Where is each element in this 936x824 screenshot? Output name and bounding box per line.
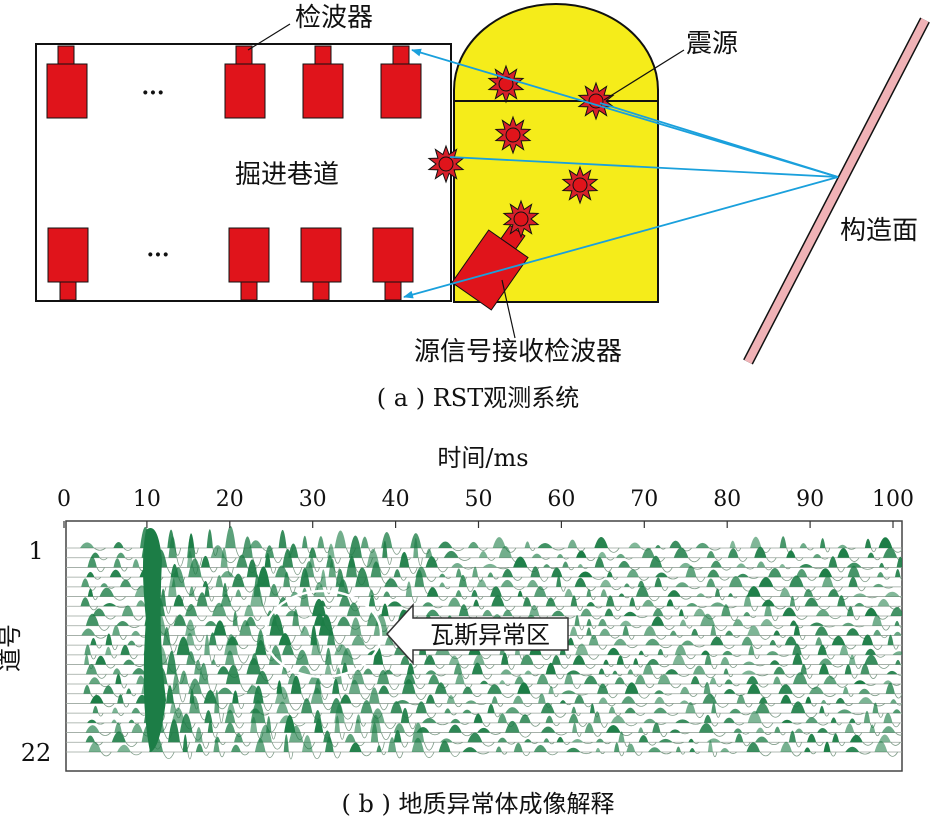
seismic-trace [66, 525, 902, 558]
time-tick-label: 80 [713, 487, 741, 512]
time-tick-label: 10 [133, 487, 161, 512]
panel-a: ··· ··· 掘进巷道 检波器 震源 构造面 [35, 3, 930, 412]
anomaly-ellipse [263, 589, 383, 679]
ellipsis-top: ··· [142, 80, 165, 106]
detector [380, 45, 422, 119]
seismic-trace [66, 672, 902, 703]
bottom-detectors [47, 227, 414, 301]
ray-reflected-top [411, 48, 839, 178]
structure-plane-fill [744, 18, 929, 364]
time-tick-label: 70 [630, 487, 658, 512]
source-receiver [451, 224, 529, 311]
tunnel-label: 掘进巷道 [235, 160, 339, 190]
detector [47, 227, 89, 301]
source-label: 震源 [686, 29, 738, 59]
time-tick-label: 60 [547, 487, 575, 512]
ray-reflected-bottom [403, 176, 839, 299]
time-axis-label: 时间/ms [437, 444, 528, 472]
source-star [494, 115, 532, 155]
top-detectors [46, 45, 422, 119]
caption-b: ( b ) 地质异常体成像解释 [342, 790, 615, 818]
ellipsis-bottom: ··· [147, 242, 170, 268]
axis-tick-marks [63, 521, 894, 528]
seismic-traces [66, 525, 902, 760]
seismic-trace [66, 533, 902, 568]
caption-a: ( a ) RST观测系统 [377, 384, 579, 412]
source-receiver-label: 源信号接收检波器 [414, 337, 622, 367]
detector [372, 227, 414, 301]
anomaly-label: 瓦斯异常区 [430, 621, 550, 649]
source-star [502, 199, 540, 239]
detector [302, 45, 344, 119]
seismic-trace [66, 719, 902, 752]
seismic-trace [66, 547, 902, 576]
seismic-trace [66, 700, 902, 733]
first-arrival [143, 528, 166, 752]
time-tick-label: 20 [216, 487, 244, 512]
detector [46, 45, 88, 119]
anomaly-arrow [385, 603, 569, 665]
sources [427, 64, 615, 239]
source-star [427, 144, 465, 184]
seismic-trace [66, 685, 902, 712]
leader-receiver [501, 279, 516, 339]
time-tick-label: 50 [465, 487, 493, 512]
leader-detector [247, 23, 291, 51]
detector [300, 227, 342, 301]
detector-label: 检波器 [295, 3, 373, 33]
time-tick-label: 0 [57, 487, 71, 512]
structure-label: 构造面 [840, 216, 918, 246]
detector [228, 227, 270, 301]
trace-label-last: 22 [21, 739, 52, 767]
time-ticks: 0 10 20 30 40 50 60 70 80 90 100 [57, 487, 914, 512]
leader-source [603, 49, 685, 101]
rays [403, 48, 839, 299]
trace-label-first: 1 [28, 537, 43, 565]
time-tick-label: 30 [299, 487, 327, 512]
trace-axis-label: 道号 [0, 624, 24, 672]
seismic-trace [66, 584, 902, 616]
panel-b: 时间/ms 0 10 20 30 40 50 60 70 80 90 100 1 22 道号 瓦斯异… [0, 444, 914, 818]
ray-incident-2 [449, 156, 839, 178]
source-star [561, 165, 599, 205]
time-tick-label: 90 [796, 487, 824, 512]
detector [224, 45, 266, 119]
time-tick-label: 40 [382, 487, 410, 512]
seismic-trace [66, 662, 902, 693]
time-tick-label: 100 [872, 487, 914, 512]
